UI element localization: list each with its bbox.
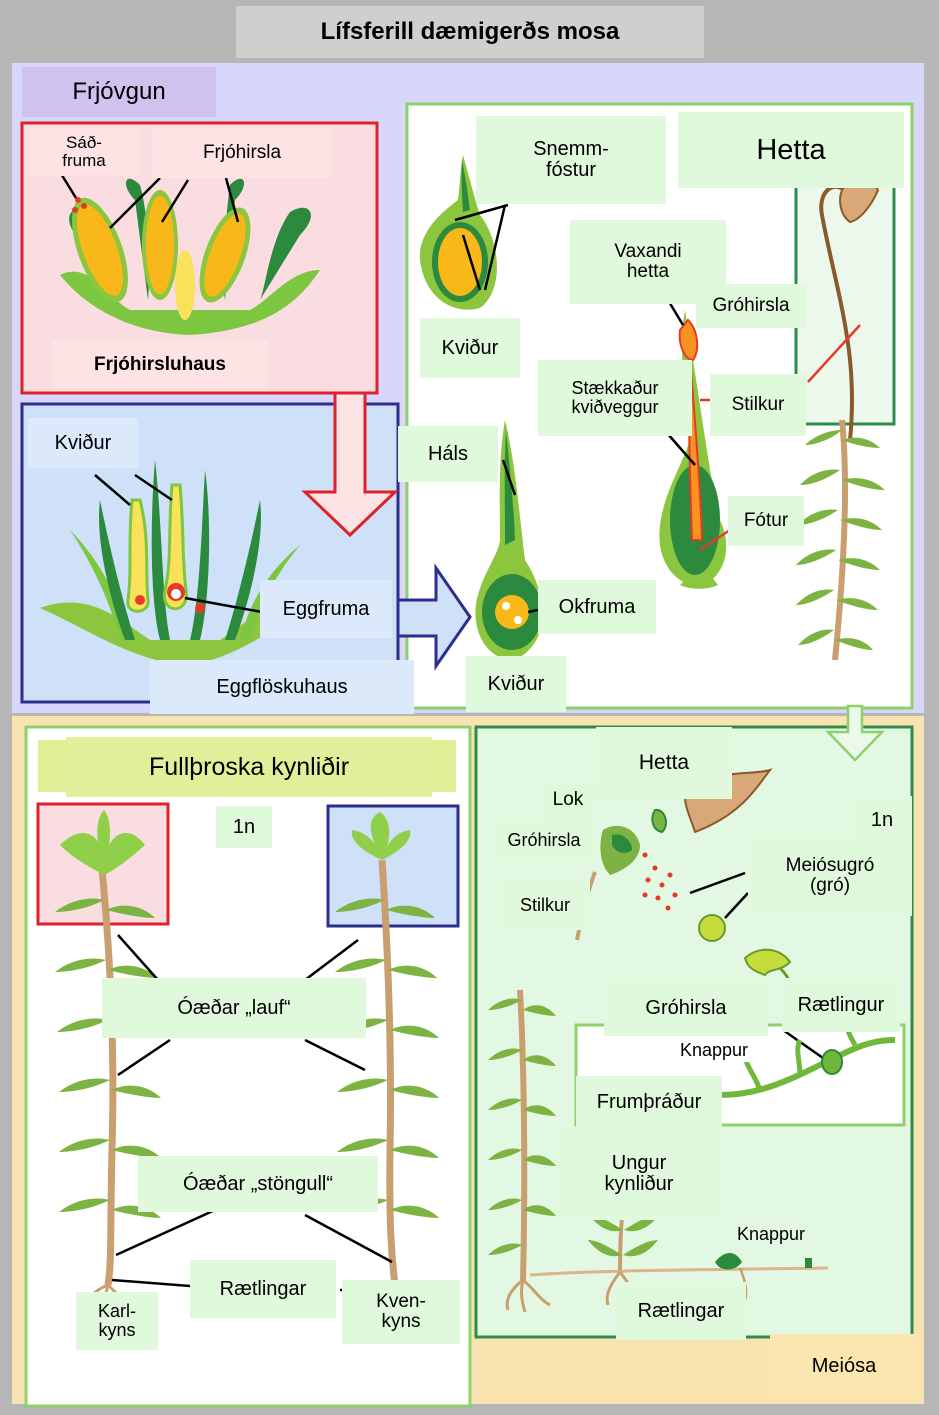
seta-label: Stilkur <box>710 374 806 436</box>
antheridium-head-title: Frjóhirsluhaus <box>52 340 268 390</box>
gametophyte-connectors <box>111 934 396 1292</box>
title-bar <box>236 6 704 58</box>
female-label: Kven- kyns <box>342 1280 460 1344</box>
mature-sporophyte-drawing <box>796 180 885 661</box>
enlarged-venter-label: Stækkaður kviðveggur <box>538 360 692 436</box>
embryo-drawing <box>419 155 509 310</box>
venter-label-1: Kviður <box>420 318 520 378</box>
down-arrow <box>825 704 885 762</box>
male-gametophyte-drawing <box>55 810 161 1319</box>
antheridium-label: Frjóhirsla <box>152 128 332 178</box>
page-title: Lífsferill dæmigerðs mosa <box>320 18 620 46</box>
capsule-label: Gróhirsla <box>696 284 806 328</box>
lid-label: Lok <box>540 780 596 820</box>
neck-label: Háls <box>398 426 498 482</box>
red-arrow <box>301 391 399 538</box>
zygote-label: Okfruma <box>538 580 656 634</box>
protonema-label: Frumþráður <box>576 1076 722 1128</box>
egg-cell-label: Eggfruma <box>260 580 392 638</box>
bud-label: Knappur <box>666 1038 762 1062</box>
meiosis-label: Meiósa <box>770 1334 918 1398</box>
archegonium-head-drawing <box>40 460 330 665</box>
growing-sporophyte-drawing <box>659 299 731 589</box>
bud-2-label: Knappur <box>736 1223 806 1244</box>
foot-label: Fótur <box>728 496 804 546</box>
calyptra-heading: Hetta <box>678 112 904 188</box>
calyptra-label: Hetta <box>596 727 732 799</box>
fertilization-heading-bg <box>22 67 216 117</box>
fertilization-heading: Frjóvgun <box>72 78 166 106</box>
leaves-label: Óæðar „lauf“ <box>102 978 366 1038</box>
calyptra-frame <box>794 184 896 426</box>
meiospore-label: Meiósugró (gró) <box>748 836 912 916</box>
embryo-label: Snemm- fóstur <box>476 116 666 204</box>
spore-capsule-label: Gróhirsla <box>494 820 594 860</box>
gametophyte-ploidy-label: 1n <box>216 806 272 848</box>
spore-seta-label: Stilkur <box>500 880 590 930</box>
spore-rhizoids-label: Rætlingar <box>616 1282 746 1340</box>
archegonium-head-title: Eggflöskuhaus <box>150 660 414 714</box>
antheridium-head-drawing <box>58 171 320 335</box>
male-label: Karl- kyns <box>76 1292 158 1350</box>
blue-arrow <box>396 563 472 671</box>
archegonium-label: Kviður <box>28 418 138 468</box>
young-gametophyte-label: Ungur kynliður <box>556 1128 722 1220</box>
rhizoids-label: Rætlingar <box>190 1260 336 1318</box>
venter-label-2: Kviður <box>466 656 566 712</box>
gametophytes-heading: Fullþroska kynliðir <box>66 737 432 797</box>
rhizoid-label: Rætlingur <box>782 978 900 1032</box>
sperm-cell-label: Sáð- fruma <box>28 128 140 176</box>
stem-label: Óæðar „stöngull“ <box>138 1156 378 1212</box>
spore-capsule-2-label: Gróhirsla <box>604 980 768 1036</box>
